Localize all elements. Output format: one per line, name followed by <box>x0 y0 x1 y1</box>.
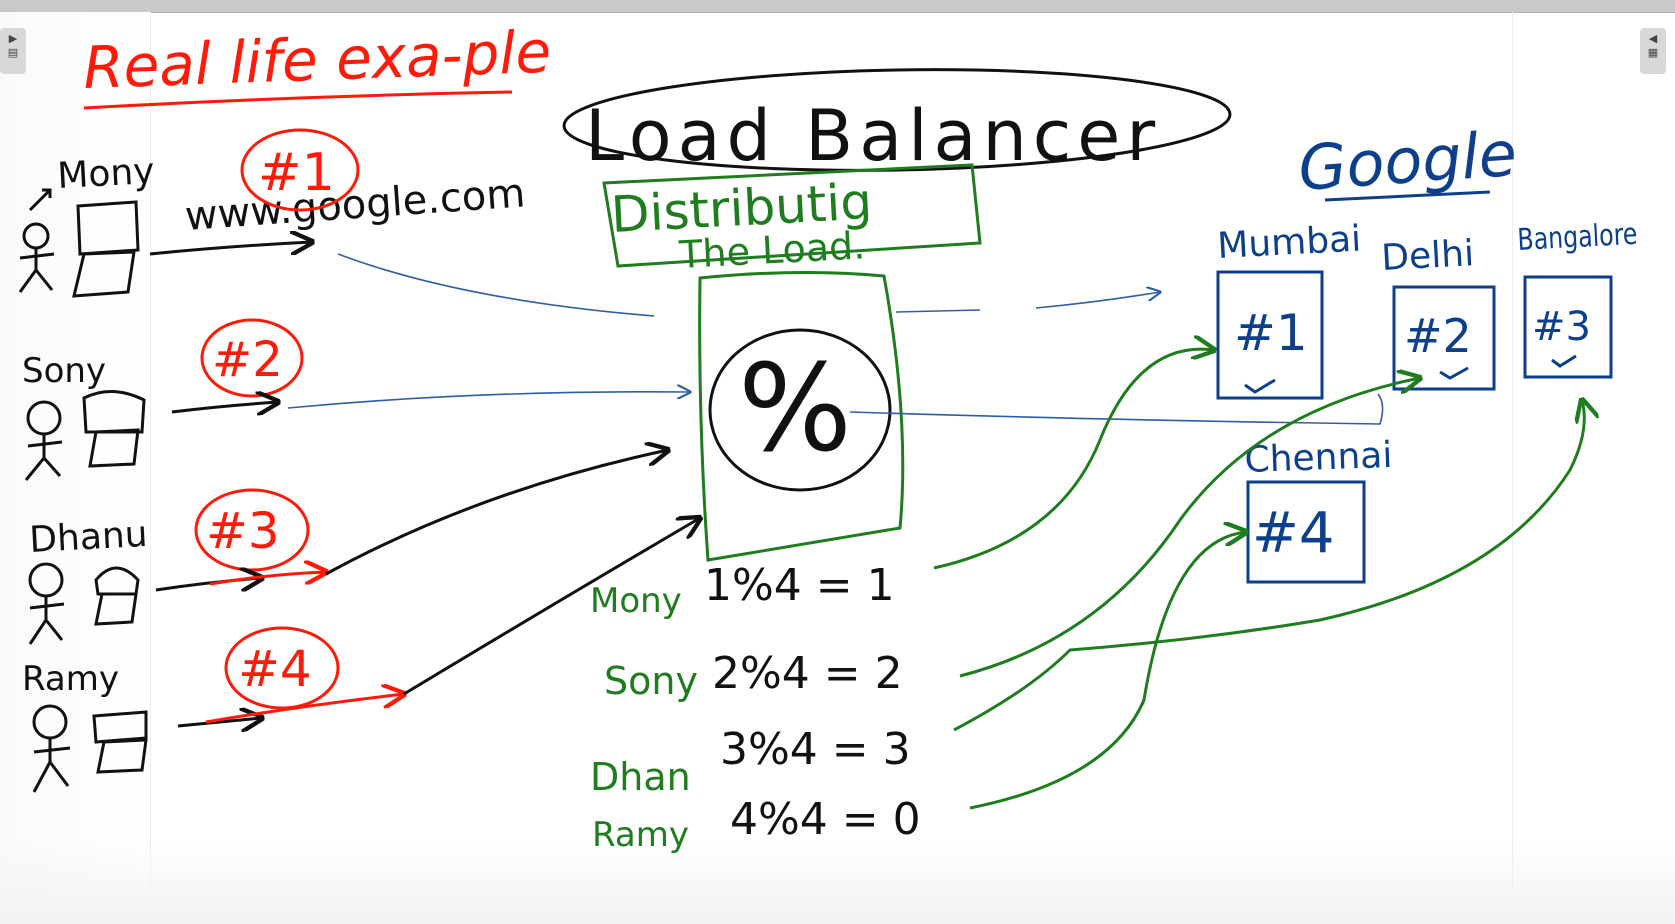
route-ramy-to-chennai <box>969 532 1246 810</box>
request-arrow-ramy <box>177 718 262 726</box>
server-label-bangalore: #3 <box>1532 304 1591 350</box>
user-name-sony: Sony <box>22 351 106 391</box>
user-name-ramy: Ramy <box>22 659 119 699</box>
route-sony-to-delhi <box>959 378 1420 678</box>
request-arrow-sony <box>171 402 278 412</box>
user-figure-ramy <box>32 704 71 793</box>
user-figure-mony <box>18 188 55 293</box>
server-box-mumbai <box>1216 270 1324 400</box>
load-balancer-box <box>698 270 905 562</box>
right-margin-line <box>1512 12 1513 892</box>
bottom-fade <box>0 840 1675 924</box>
collapse-icon: ◀ <box>1648 32 1658 45</box>
request-circle-1 <box>240 128 360 212</box>
flow-line-sony-to-lb <box>287 392 690 409</box>
check-icon <box>1551 354 1577 368</box>
computer-icon <box>72 200 140 298</box>
title-underline <box>83 90 513 110</box>
request-circle-2 <box>200 318 304 398</box>
flow-line-lb-to-servers <box>895 292 1160 313</box>
left-margin-line <box>150 12 151 892</box>
computer-icon <box>82 389 146 468</box>
request-label-2: #2 <box>212 332 283 388</box>
computer-icon <box>92 710 148 774</box>
left-panel-toggle-button[interactable]: ▶ ▤ <box>0 28 26 74</box>
user-name-dhanu: Dhanu <box>28 514 148 561</box>
server-city-delhi: Delhi <box>1380 233 1475 279</box>
server-label-chennai: #4 <box>1252 501 1335 566</box>
distributing-line2: The Load. <box>677 223 866 277</box>
user-figure-dhanu <box>28 562 65 645</box>
grid-icon: ▦ <box>1647 46 1659 59</box>
request-arrow-mony <box>149 242 312 256</box>
equation-expr-sony: 2%4 = 2 <box>712 648 903 699</box>
equation-expr-dhan: 3%4 = 3 <box>720 724 911 775</box>
request-arrow-ramy-to-lb <box>403 518 700 696</box>
server-box-bangalore <box>1523 275 1613 379</box>
window-top-bar <box>0 0 1675 13</box>
modulo-symbol: % <box>738 340 852 479</box>
server-city-bangalore: Bangalore <box>1517 217 1639 258</box>
request-label-1: #1 <box>258 143 335 203</box>
request-label-4: #4 <box>238 640 312 698</box>
request-underline-4 <box>205 694 404 724</box>
request-arrow-dhanu-to-lb <box>325 450 668 576</box>
route-dhan-to-bangalore <box>953 400 1584 732</box>
right-panel-toggle-button[interactable]: ◀ ▦ <box>1640 28 1666 74</box>
user-figure-sony <box>24 400 63 481</box>
server-city-mumbai: Mumbai <box>1216 219 1362 267</box>
flow-line-modulo-to-delhi <box>849 393 1384 425</box>
provider-underline <box>1324 190 1491 202</box>
server-label-delhi: #2 <box>1404 309 1472 363</box>
equation-name-dhan: Dhan <box>590 755 691 799</box>
modulo-circle <box>708 328 892 492</box>
equation-expr-mony: 1%4 = 1 <box>704 560 895 611</box>
page-title: Real life exa-ple <box>82 18 552 102</box>
menu-icon: ▤ <box>7 46 19 59</box>
check-icon <box>1244 378 1276 394</box>
equation-expr-ramy: 4%4 = 0 <box>730 794 921 845</box>
equation-name-mony: Mony <box>590 581 682 621</box>
server-box-delhi <box>1392 285 1496 391</box>
distributing-line1: Distributig <box>610 172 874 244</box>
request-label-3: #3 <box>206 502 280 560</box>
request-circle-4 <box>224 626 340 710</box>
server-city-chennai: Chennai <box>1244 435 1393 481</box>
distributing-box <box>602 163 982 268</box>
computer-icon <box>94 566 140 626</box>
server-label-mumbai: #1 <box>1234 304 1308 362</box>
request-underline-3 <box>209 572 326 586</box>
play-icon: ▶ <box>8 32 18 45</box>
route-mony-to-mumbai <box>933 349 1214 570</box>
equation-name-sony: Sony <box>604 659 698 703</box>
load-balancer-title: Load Balancer <box>585 95 1161 177</box>
equation-name-ramy: Ramy <box>592 815 689 855</box>
check-icon <box>1439 366 1469 380</box>
user-name-mony: Mony <box>56 151 155 197</box>
flow-line-mony-to-lb <box>337 253 655 317</box>
provider-name: Google <box>1296 117 1519 205</box>
